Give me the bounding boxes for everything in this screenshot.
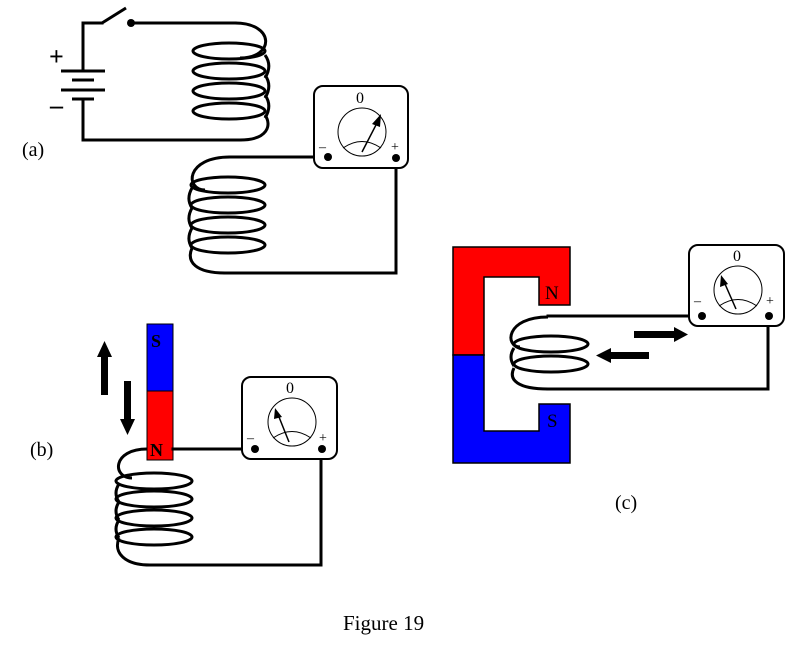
galvanometer-b: 0 – + xyxy=(241,376,338,460)
panel-b: S N (b) 0 – + xyxy=(30,323,338,567)
meter-plus-terminal xyxy=(392,154,400,162)
primary-wire-bottom xyxy=(81,97,242,142)
primary-wire-top xyxy=(81,21,104,72)
panel-a: + – (a) xyxy=(22,6,409,275)
arrow-up-icon xyxy=(97,341,112,395)
panel-a-label: (a) xyxy=(22,139,44,161)
figure-caption: Figure 19 xyxy=(343,611,424,635)
coil-c xyxy=(509,315,590,391)
panel-c: N S 0 – + xyxy=(452,244,785,514)
meter-plus-terminal xyxy=(765,312,773,320)
magnet-south-half xyxy=(452,354,571,464)
meter-minus-terminal xyxy=(251,445,259,453)
meter-plus-label: + xyxy=(319,431,327,446)
meter-zero-label: 0 xyxy=(733,248,741,265)
panel-b-label: (b) xyxy=(30,439,53,461)
secondary-coil xyxy=(187,155,267,275)
magnet-north-label: N xyxy=(545,283,559,304)
arrow-left-icon xyxy=(596,348,649,363)
magnet-north-half xyxy=(146,390,174,461)
primary-coil xyxy=(191,21,271,142)
meter-minus-label: – xyxy=(693,294,702,309)
arrow-down-icon xyxy=(120,381,135,435)
magnet-south-label: S xyxy=(547,411,558,432)
panel-c-label: (c) xyxy=(615,492,637,514)
meter-needle xyxy=(278,416,290,443)
battery-plus-label: + xyxy=(49,42,64,71)
arrow-right-icon xyxy=(634,327,688,342)
meter-zero-label: 0 xyxy=(286,380,294,397)
magnet-north-label: N xyxy=(150,440,163,460)
meter-needle xyxy=(724,283,737,310)
meter-needle xyxy=(361,122,378,153)
meter-plus-terminal xyxy=(318,445,326,453)
coil-c-wire-from-meter-plus xyxy=(546,316,770,391)
secondary-wire-from-meter-plus xyxy=(223,159,398,275)
battery-icon xyxy=(61,69,105,101)
galvanometer-a: 0 – + xyxy=(313,85,409,169)
meter-dial xyxy=(267,397,317,447)
horseshoe-magnet: N S xyxy=(452,246,571,464)
meter-plus-label: + xyxy=(766,294,774,309)
galvanometer-c: 0 – + xyxy=(688,244,785,327)
coil-b-wire-from-meter-plus xyxy=(148,448,323,567)
meter-dial xyxy=(713,265,763,315)
meter-minus-label: – xyxy=(318,140,327,155)
magnet-south-label: S xyxy=(151,331,161,351)
coil-b xyxy=(114,447,194,567)
meter-plus-label: + xyxy=(391,140,399,155)
bar-magnet: S N xyxy=(146,323,174,461)
meter-minus-terminal xyxy=(324,153,332,161)
meter-zero-label: 0 xyxy=(356,90,364,107)
magnet-south-half xyxy=(146,323,174,392)
meter-minus-terminal xyxy=(698,312,706,320)
switch-blade xyxy=(101,6,127,25)
meter-dial xyxy=(337,107,387,157)
meter-minus-label: – xyxy=(246,431,255,446)
battery-minus-label: – xyxy=(49,91,64,120)
